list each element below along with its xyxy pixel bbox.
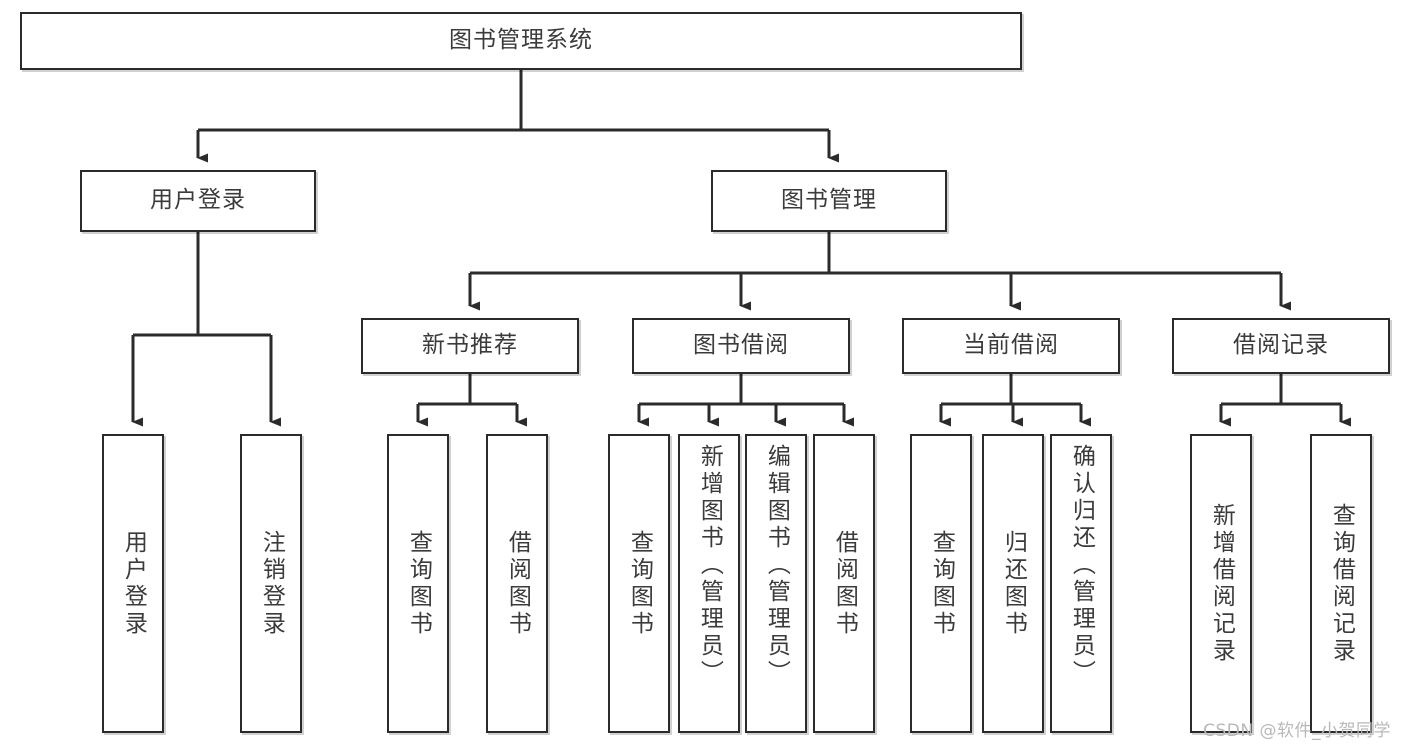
node-leaf-edit-book-admin-label: 编辑图书（管理员） — [763, 444, 790, 687]
node-borrow-record-label: 借阅记录 — [1233, 332, 1329, 359]
node-leaf-logout[interactable]: 注销登录 — [240, 434, 302, 733]
node-current-borrow[interactable]: 当前借阅 — [902, 318, 1120, 374]
node-book-borrow[interactable]: 图书借阅 — [632, 318, 850, 374]
node-borrow-record[interactable]: 借阅记录 — [1172, 318, 1390, 374]
node-leaf-add-book-admin-label: 新增图书（管理员） — [696, 444, 723, 687]
node-leaf-borrow-book-recommend[interactable]: 借阅图书 — [486, 434, 548, 733]
node-leaf-edit-book-admin[interactable]: 编辑图书（管理员） — [745, 434, 807, 733]
node-leaf-user-login[interactable]: 用户登录 — [102, 434, 164, 733]
csdn-watermark: CSDN @软件_小贺同学 — [1203, 721, 1391, 741]
node-leaf-query-book-borrow-label: 查询图书 — [626, 529, 653, 638]
node-leaf-logout-label: 注销登录 — [258, 529, 285, 638]
node-book-manage-label: 图书管理 — [781, 187, 877, 214]
node-leaf-return-book[interactable]: 归还图书 — [982, 434, 1044, 733]
node-user-login-label: 用户登录 — [150, 187, 246, 214]
node-leaf-borrow-book[interactable]: 借阅图书 — [813, 434, 875, 733]
node-current-borrow-label: 当前借阅 — [963, 332, 1059, 359]
node-leaf-query-borrow-record-label: 查询借阅记录 — [1328, 502, 1355, 665]
node-book-borrow-label: 图书借阅 — [693, 332, 789, 359]
node-book-manage[interactable]: 图书管理 — [711, 170, 947, 232]
node-leaf-user-login-label: 用户登录 — [120, 529, 147, 638]
node-leaf-confirm-return-admin-label: 确认归还（管理员） — [1068, 444, 1095, 687]
node-leaf-query-book-borrow[interactable]: 查询图书 — [608, 434, 670, 733]
node-user-login[interactable]: 用户登录 — [80, 170, 316, 232]
node-leaf-query-borrow-record[interactable]: 查询借阅记录 — [1310, 434, 1372, 733]
node-leaf-add-borrow-record[interactable]: 新增借阅记录 — [1190, 434, 1252, 733]
node-leaf-add-borrow-record-label: 新增借阅记录 — [1208, 502, 1235, 665]
node-new-book-recommend[interactable]: 新书推荐 — [361, 318, 579, 374]
node-leaf-query-book-recommend[interactable]: 查询图书 — [387, 434, 449, 733]
node-leaf-borrow-book-label: 借阅图书 — [831, 529, 858, 638]
node-leaf-borrow-book-recommend-label: 借阅图书 — [504, 529, 531, 638]
node-leaf-query-book-current-label: 查询图书 — [928, 529, 955, 638]
node-leaf-query-book-recommend-label: 查询图书 — [405, 529, 432, 638]
node-root-label: 图书管理系统 — [449, 27, 593, 54]
node-leaf-confirm-return-admin[interactable]: 确认归还（管理员） — [1050, 434, 1112, 733]
node-root[interactable]: 图书管理系统 — [20, 12, 1022, 70]
node-leaf-return-book-label: 归还图书 — [1000, 529, 1027, 638]
node-leaf-query-book-current[interactable]: 查询图书 — [910, 434, 972, 733]
node-new-book-recommend-label: 新书推荐 — [422, 332, 518, 359]
node-leaf-add-book-admin[interactable]: 新增图书（管理员） — [678, 434, 740, 733]
